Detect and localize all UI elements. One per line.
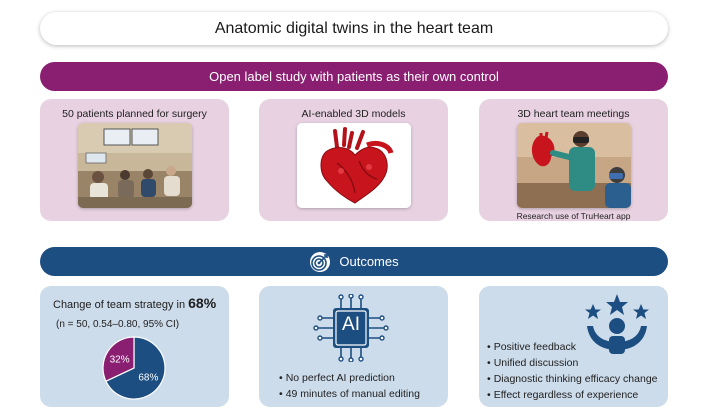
study-panel-title: 3D heart team meetings xyxy=(517,108,630,120)
strategy-percent: 68% xyxy=(188,295,217,311)
pie-slice-label-1: 32% xyxy=(110,354,130,365)
ai-bullets: No perfect AI prediction 49 minutes of m… xyxy=(279,370,420,402)
strategy-headline: Change of team strategy in 68% xyxy=(53,295,216,311)
outcomes-banner: Outcomes xyxy=(40,247,668,276)
feedback-bullet: Effect regardless of experience xyxy=(487,387,658,403)
heart-team-meeting-photo xyxy=(78,123,192,208)
strategy-prefix: Change of team strategy in xyxy=(53,299,189,311)
outcome-panel-strategy: Change of team strategy in 68% (n = 50, … xyxy=(40,286,229,407)
feedback-bullets: Positive feedback Unified discussion Dia… xyxy=(487,339,658,403)
study-panel-3d-meetings: 3D heart team meetings Research use of T… xyxy=(479,99,668,221)
pie-slice-0 xyxy=(105,336,166,400)
ai-bullet: No perfect AI prediction xyxy=(279,370,420,386)
ai-bullet: 49 minutes of manual editing xyxy=(279,386,420,402)
3d-heart-model-image xyxy=(297,123,411,208)
outcomes-banner-label: Outcomes xyxy=(339,254,399,269)
study-banner: Open label study with patients as their … xyxy=(40,62,668,91)
study-panel-ai-models: AI-enabled 3D models xyxy=(259,99,448,221)
outcome-panel-ai: AI No perfect AI prediction 49 minutes o… xyxy=(259,286,448,407)
target-icon xyxy=(309,251,331,273)
pie-slice-label-0: 68% xyxy=(138,373,158,384)
study-panel-title: 50 patients planned for surgery xyxy=(62,108,207,120)
page-title: Anatomic digital twins in the heart team xyxy=(40,12,668,45)
strategy-detail: (n = 50, 0.54–0.80, 95% CI) xyxy=(56,319,180,330)
outcome-panel-feedback: Positive feedback Unified discussion Dia… xyxy=(479,286,668,407)
vr-headset-meeting-photo xyxy=(517,123,631,208)
feedback-bullet: Diagnostic thinking efficacy change xyxy=(487,371,658,387)
ai-chip-label: AI xyxy=(342,314,360,335)
meetings-caption: Research use of TruHeart app xyxy=(516,211,631,221)
ai-chip-icon: AI xyxy=(311,293,391,367)
strategy-pie-chart: 68% 32% xyxy=(102,336,166,400)
study-banner-label: Open label study with patients as their … xyxy=(209,69,499,84)
study-panel-title: AI-enabled 3D models xyxy=(301,108,406,120)
study-panel-patients: 50 patients planned for surgery xyxy=(40,99,229,221)
feedback-bullet: Positive feedback xyxy=(487,339,658,355)
feedback-bullet: Unified discussion xyxy=(487,355,658,371)
pie-slice-1 xyxy=(102,336,135,382)
